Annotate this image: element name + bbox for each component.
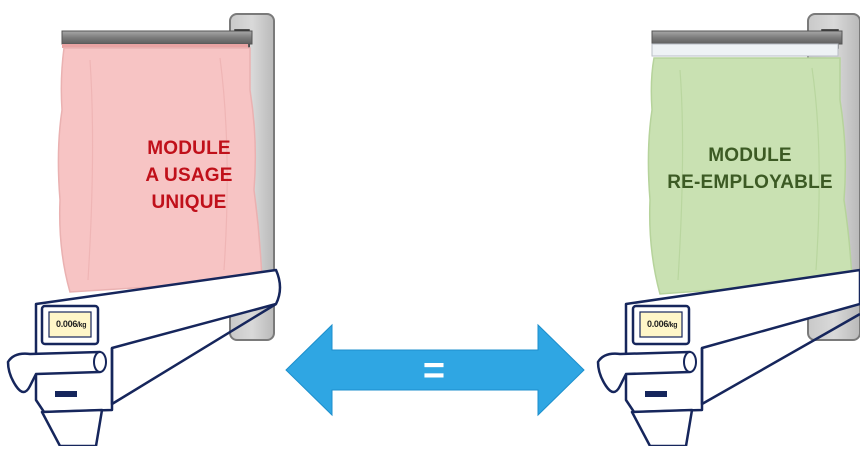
right-label-line-2: RE-EMPLOYABLE: [655, 169, 845, 196]
left-display-readout: 0.006/kg: [56, 319, 86, 329]
left-label-line-1: MODULE: [104, 135, 274, 162]
left-nozzle: [42, 410, 102, 446]
left-display-unit: /kg: [77, 322, 86, 329]
left-label-line-2: A USAGE: [104, 162, 274, 189]
left-display-value: 0.006: [56, 319, 77, 329]
right-rod: [652, 31, 842, 44]
right-display-unit: /kg: [668, 322, 677, 329]
left-module-label: MODULE A USAGE UNIQUE: [104, 135, 274, 216]
right-nozzle: [632, 410, 692, 446]
right-module-label: MODULE RE-EMPLOYABLE: [655, 142, 845, 196]
left-slot: [55, 391, 77, 397]
right-slot: [645, 391, 667, 397]
left-rod: [62, 31, 252, 44]
right-display-value: 0.006: [647, 319, 668, 329]
equals-sign: =: [414, 352, 454, 390]
right-dispenser: [598, 14, 860, 446]
right-display-readout: 0.006/kg: [647, 319, 677, 329]
right-label-line-1: MODULE: [655, 142, 845, 169]
left-dispenser: [8, 14, 280, 446]
left-label-line-3: UNIQUE: [104, 189, 274, 216]
